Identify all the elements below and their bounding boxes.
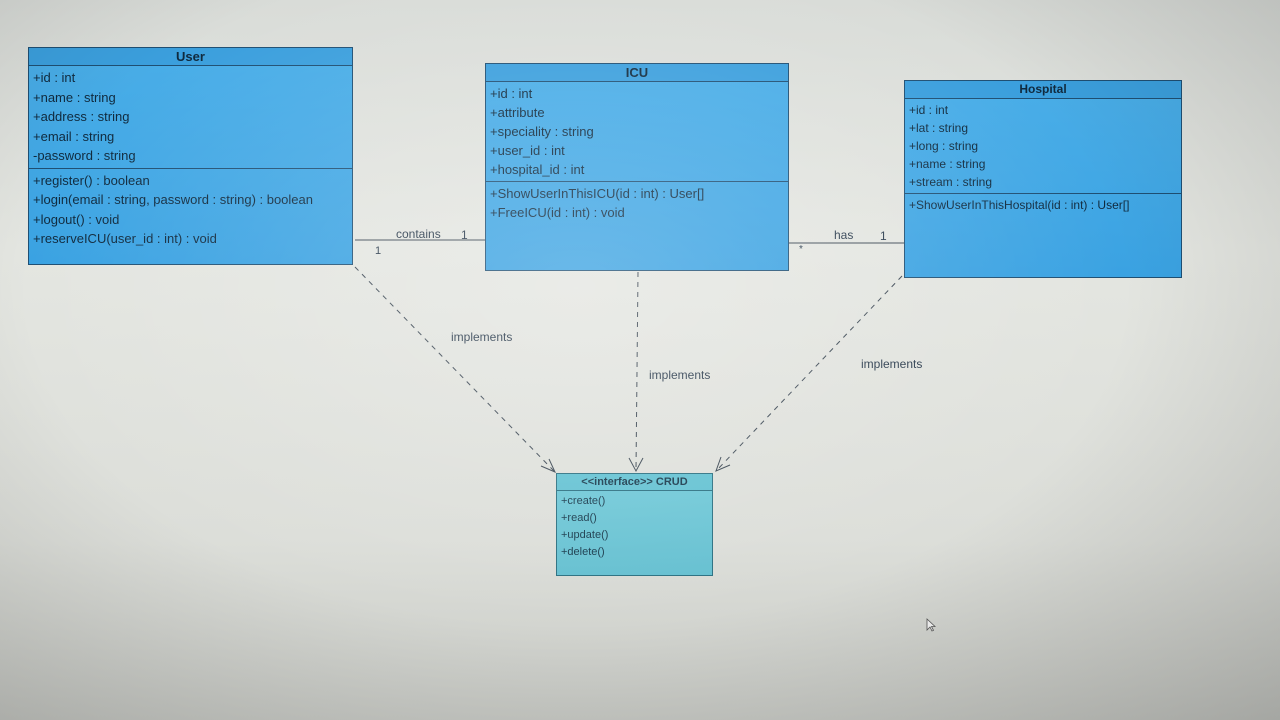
hospital-attr-lat: +lat : string — [909, 121, 969, 135]
user-methods: +register() : boolean +login(email : str… — [29, 169, 352, 251]
icu-attr-attribute: +attribute — [490, 105, 545, 120]
user-method-login: +login(email : string, password : string… — [33, 192, 313, 207]
icu-attr-id: +id : int — [490, 86, 533, 101]
user-method-logout: +logout() : void — [33, 211, 120, 227]
contains-mult-user: 1 — [375, 245, 382, 257]
crud-methods: +create() +read() +update() +delete() — [557, 491, 712, 563]
icu-attr-hospital-id: +hospital_id : int — [490, 162, 585, 177]
crud-interface-title: <<interface>> CRUD — [557, 474, 712, 491]
crud-method-update: +update() — [561, 529, 609, 541]
crud-method-create: +create() — [561, 495, 606, 507]
contains-label: contains — [396, 227, 441, 241]
hospital-implements-line — [716, 275, 903, 471]
user-implements-line — [354, 266, 555, 472]
user-attr-id: +id : int — [33, 70, 76, 85]
user-attr-name: +name : string — [33, 89, 116, 105]
icu-attr-speciality: +speciality : string — [490, 124, 594, 139]
hospital-implements-label: implements — [861, 357, 923, 371]
user-attr-password: -password : string — [33, 148, 136, 163]
crud-interface[interactable]: <<interface>> CRUD +create() +read() +up… — [556, 473, 713, 576]
icu-attributes: +id : int +attribute +speciality : strin… — [486, 82, 788, 182]
icu-class-title: ICU — [486, 64, 788, 82]
icu-class[interactable]: ICU +id : int +attribute +speciality : s… — [485, 63, 789, 271]
icu-methods: +ShowUserInThisICU(id : int) : User[] +F… — [486, 182, 788, 224]
has-mult-icu: * — [799, 244, 803, 255]
icu-implements-label: implements — [649, 368, 711, 382]
has-mult-hospital: 1 — [880, 229, 887, 243]
hospital-attributes: +id : int +lat : string +long : string +… — [905, 99, 1181, 194]
hospital-methods: +ShowUserInThisHospital(id : int) : User… — [905, 194, 1181, 216]
crud-method-delete: +delete() — [561, 546, 605, 558]
icu-implements-line — [635, 271, 639, 471]
user-attr-email: +email : string — [33, 128, 115, 144]
has-label: has — [834, 228, 854, 242]
user-attr-address: +address : string — [33, 109, 130, 124]
user-implements-label: implements — [451, 330, 513, 344]
user-class[interactable]: User +id : int +name : string +address :… — [28, 47, 353, 265]
icu-attr-user-id: +user_id : int — [490, 143, 565, 158]
user-class-title: User — [29, 48, 352, 66]
user-method-register: +register() : boolean — [33, 172, 150, 188]
hospital-attr-name: +name : string — [909, 157, 986, 171]
icu-method-freeicu: +FreeICU(id : int) : void — [490, 205, 625, 220]
icu-implements-arrowhead — [628, 457, 644, 473]
hospital-attr-id: +id : int — [909, 103, 949, 117]
user-method-reserveicu: +reserveICU(user_id : int) : void — [33, 231, 217, 246]
hospital-class[interactable]: Hospital +id : int +lat : string +long :… — [904, 80, 1182, 278]
mouse-cursor-icon — [926, 618, 936, 632]
hospital-method-showuser: +ShowUserInThisHospital(id : int) : User… — [909, 198, 1130, 212]
hospital-implements-arrowhead — [715, 456, 731, 472]
hospital-attr-long: +long : string — [909, 139, 979, 153]
hospital-class-title: Hospital — [905, 81, 1181, 99]
user-implements-arrowhead — [540, 458, 556, 473]
icu-method-showuser: +ShowUserInThisICU(id : int) : User[] — [490, 186, 705, 201]
hospital-attr-stream: +stream : string — [909, 175, 993, 189]
contains-mult-icu: 1 — [461, 228, 468, 242]
user-attributes: +id : int +name : string +address : stri… — [29, 66, 352, 169]
crud-method-read: +read() — [561, 512, 597, 524]
